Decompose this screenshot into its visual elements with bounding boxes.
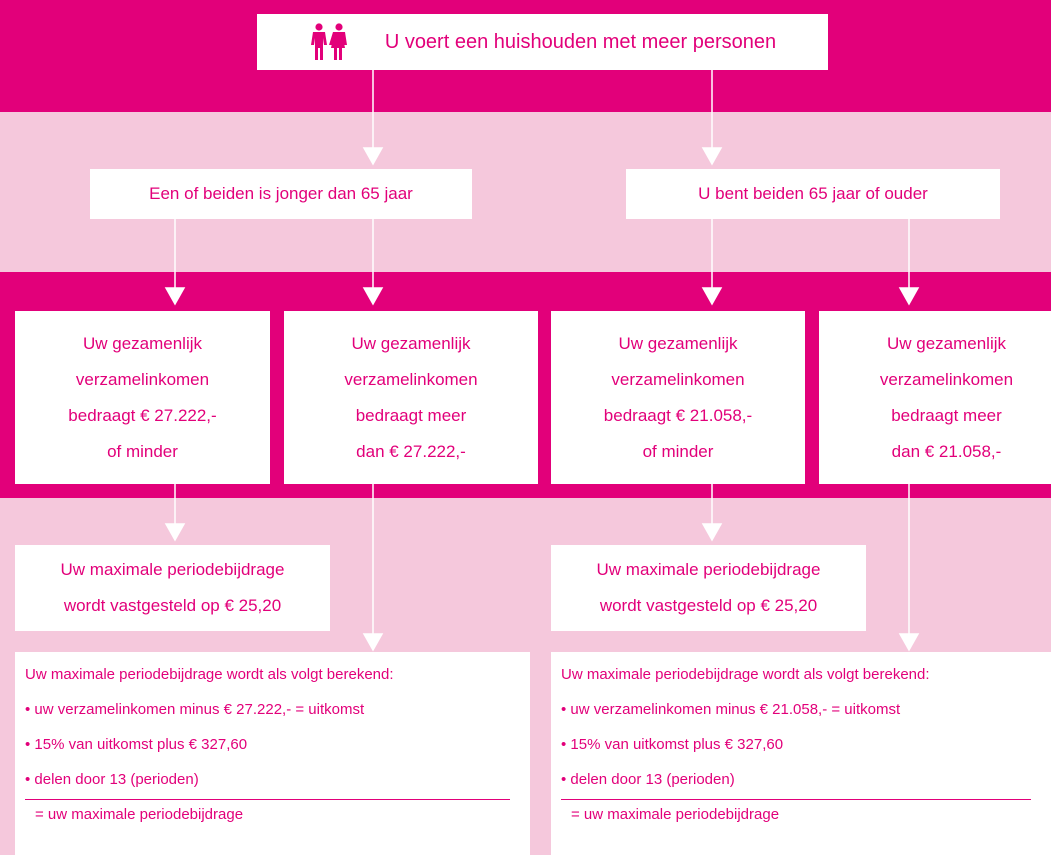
result-line: wordt vastgesteld op € 25,20 bbox=[63, 596, 282, 615]
arrowhead bbox=[898, 287, 920, 306]
calculation-total: = uw maximale periodebijdrage bbox=[35, 806, 244, 823]
income-line: Uw gezamenlijk bbox=[886, 333, 1007, 353]
condition-box-under-65: Een of beiden is jonger dan 65 jaar bbox=[90, 169, 472, 219]
arrowhead bbox=[164, 523, 186, 542]
income-line: dan € 27.222,- bbox=[356, 441, 466, 461]
income-line: Uw gezamenlijk bbox=[618, 333, 738, 353]
income-line: Uw gezamenlijk bbox=[82, 333, 203, 353]
arrowhead bbox=[362, 287, 384, 306]
result-box: Uw maximale periodebijdrage wordt vastge… bbox=[15, 545, 330, 631]
calculation-step: • delen door 13 (perioden) bbox=[25, 771, 199, 788]
condition-text: U bent beiden 65 jaar of ouder bbox=[698, 184, 928, 203]
income-line: bedraagt € 21.058,- bbox=[603, 405, 753, 425]
income-line: verzamelinkomen bbox=[75, 369, 210, 389]
calculation-divider bbox=[561, 799, 1031, 800]
arrowhead bbox=[701, 147, 723, 166]
result-line: Uw maximale periodebijdrage bbox=[596, 560, 821, 579]
income-box: Uw gezamenlijk verzamelinkomen bedraagt … bbox=[551, 311, 805, 484]
calculation-step: • uw verzamelinkomen minus € 21.058,- = … bbox=[561, 701, 901, 718]
income-line: bedraagt € 27.222,- bbox=[68, 405, 217, 425]
income-line: bedraagt meer bbox=[355, 405, 467, 425]
title-text: U voert een huishouden met meer personen bbox=[384, 30, 777, 53]
income-box: Uw gezamenlijk verzamelinkomen bedraagt … bbox=[819, 311, 1051, 484]
result-line: wordt vastgesteld op € 25,20 bbox=[599, 596, 818, 615]
income-line: of minder bbox=[642, 441, 714, 461]
arrowhead bbox=[362, 633, 384, 652]
calculation-intro: Uw maximale periodebijdrage wordt als vo… bbox=[561, 666, 930, 683]
condition-box-65-plus: U bent beiden 65 jaar of ouder bbox=[626, 169, 1000, 219]
calculation-step: • delen door 13 (perioden) bbox=[561, 771, 735, 788]
income-line: verzamelinkomen bbox=[879, 369, 1014, 389]
calculation-divider bbox=[25, 799, 510, 800]
condition-text: Een of beiden is jonger dan 65 jaar bbox=[149, 184, 413, 203]
arrowhead bbox=[898, 633, 920, 652]
calculation-box: Uw maximale periodebijdrage wordt als vo… bbox=[551, 652, 1051, 855]
result-line: Uw maximale periodebijdrage bbox=[60, 560, 285, 579]
arrowhead bbox=[701, 523, 723, 542]
calculation-box: Uw maximale periodebijdrage wordt als vo… bbox=[15, 652, 530, 855]
two-people-icon bbox=[309, 23, 349, 61]
arrowhead bbox=[164, 287, 186, 306]
arrowhead bbox=[362, 147, 384, 166]
income-line: of minder bbox=[107, 441, 178, 461]
calculation-step: • 15% van uitkomst plus € 327,60 bbox=[25, 736, 248, 753]
income-box: Uw gezamenlijk verzamelinkomen bedraagt … bbox=[284, 311, 538, 484]
income-box: Uw gezamenlijk verzamelinkomen bedraagt … bbox=[15, 311, 270, 484]
calculation-step: • 15% van uitkomst plus € 327,60 bbox=[561, 736, 784, 753]
arrowhead bbox=[701, 287, 723, 306]
income-line: dan € 21.058,- bbox=[891, 441, 1002, 461]
result-box: Uw maximale periodebijdrage wordt vastge… bbox=[551, 545, 866, 631]
income-line: bedraagt meer bbox=[891, 405, 1002, 425]
income-line: verzamelinkomen bbox=[344, 369, 478, 389]
income-line: Uw gezamenlijk bbox=[351, 333, 471, 353]
calculation-step: • uw verzamelinkomen minus € 27.222,- = … bbox=[25, 701, 365, 718]
income-line: verzamelinkomen bbox=[611, 369, 745, 389]
calculation-intro: Uw maximale periodebijdrage wordt als vo… bbox=[25, 666, 394, 683]
title-box: U voert een huishouden met meer personen bbox=[257, 14, 828, 70]
calculation-total: = uw maximale periodebijdrage bbox=[571, 806, 780, 823]
